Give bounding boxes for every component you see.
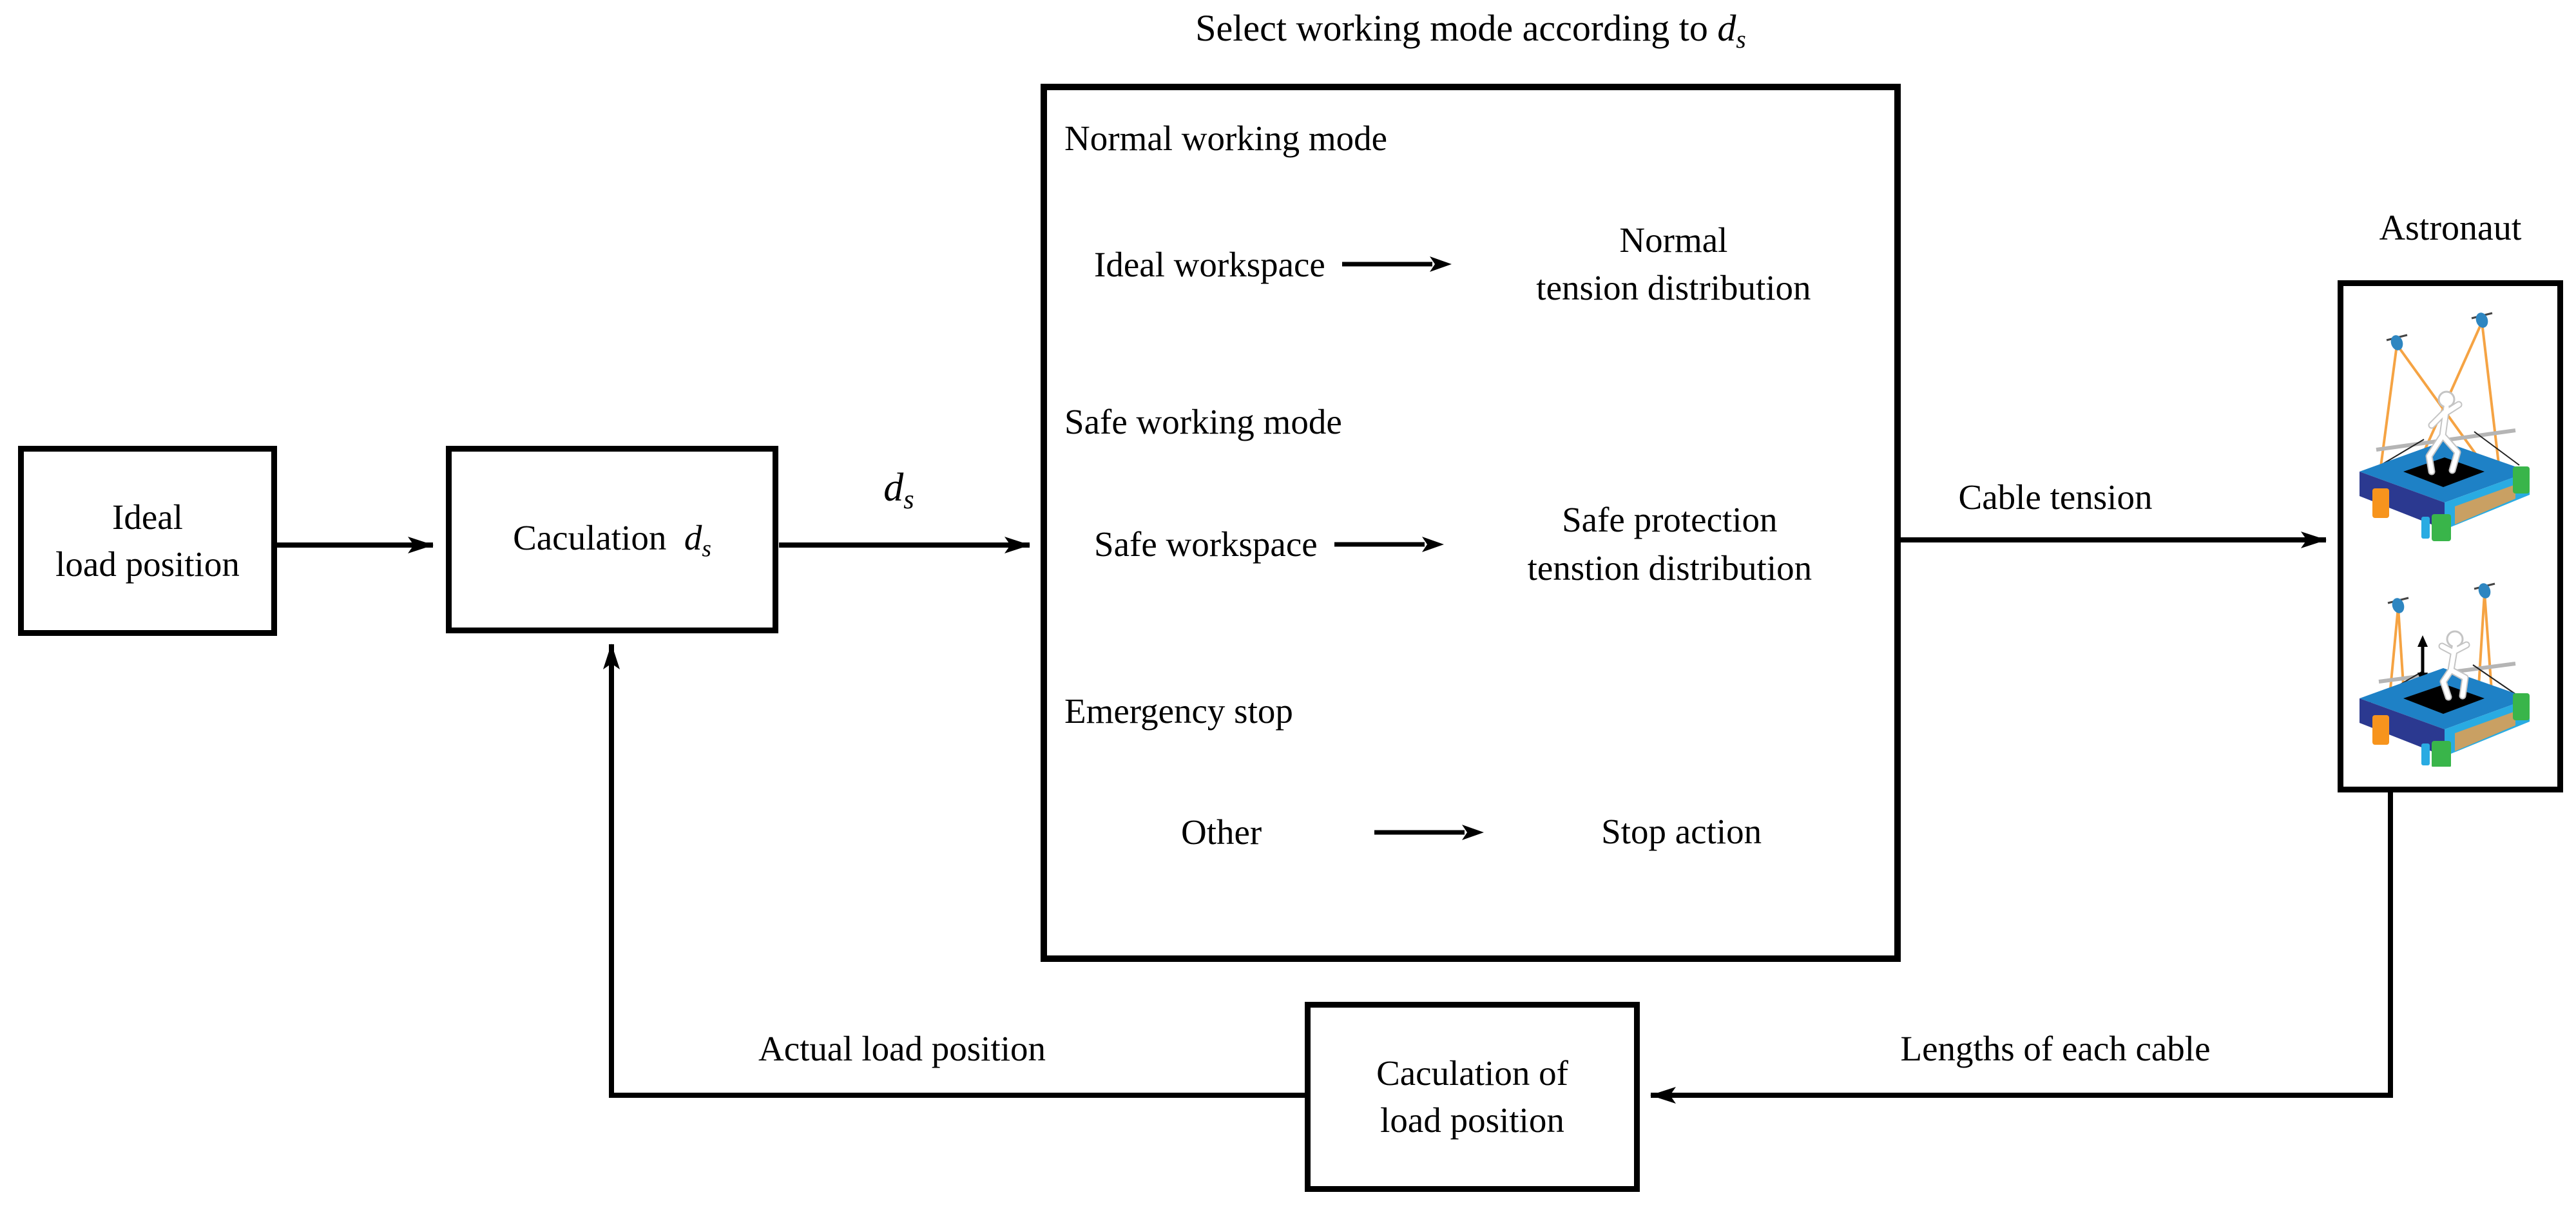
safe-protection-line2: tenstion distribution bbox=[1527, 548, 1812, 588]
calculation-load-position-box: Caculation of load position bbox=[1305, 1002, 1640, 1192]
calc-load-line2: load position bbox=[1380, 1100, 1564, 1140]
ideal-workspace-label: Ideal workspace bbox=[1094, 244, 1325, 284]
cable-tension-label: Cable tension bbox=[1958, 477, 2153, 517]
safe-workspace-label: Safe workspace bbox=[1094, 524, 1318, 564]
normal-tension-line2: tension distribution bbox=[1536, 268, 1811, 307]
normal-tension-label: Normal tension distribution bbox=[1468, 216, 1879, 312]
mode-selection-box bbox=[1041, 84, 1901, 962]
ds-arrow-label: ds bbox=[883, 465, 914, 515]
safe-protection-label: Safe protection tenstion distribution bbox=[1461, 496, 1879, 592]
calculation-ds-text: Caculation ds bbox=[513, 515, 711, 565]
other-label: Other bbox=[1181, 812, 1262, 852]
normal-mode-label: Normal working mode bbox=[1064, 119, 1388, 158]
ds-subscript: s bbox=[702, 535, 711, 562]
ds-variable: d bbox=[684, 517, 702, 557]
astronaut-label: Astronaut bbox=[2379, 208, 2522, 248]
calculation-ds-box: Caculation ds bbox=[446, 446, 778, 633]
ds-variable: d bbox=[1717, 7, 1736, 49]
normal-tension-line1: Normal bbox=[1619, 220, 1728, 260]
squat-astronaut-figure bbox=[2438, 630, 2470, 701]
stop-action-label: Stop action bbox=[1484, 808, 1879, 856]
ideal-load-line1: Ideal bbox=[112, 497, 183, 537]
right-arrow-icon bbox=[1334, 536, 1444, 552]
emergency-stop-row: Other Stop action bbox=[1062, 747, 1879, 917]
safe-protection-line1: Safe protection bbox=[1562, 500, 1778, 540]
ds-subscript: s bbox=[1736, 25, 1746, 54]
lengths-of-each-cable-label: Lengths of each cable bbox=[1900, 1029, 2211, 1068]
normal-mode-row: Ideal workspace Normal tension distribut… bbox=[1062, 178, 1879, 350]
calc-ds-word: Caculation bbox=[513, 517, 667, 557]
safe-mode-row: Safe workspace Safe protection tenstion … bbox=[1062, 459, 1879, 629]
ideal-load-line2: load position bbox=[55, 544, 240, 584]
astronaut-treadmill-illustration bbox=[2360, 312, 2530, 541]
astronaut-squat-illustration bbox=[2360, 582, 2530, 767]
calc-load-line1: Caculation of bbox=[1376, 1053, 1568, 1093]
right-arrow-icon bbox=[1374, 824, 1485, 840]
stop-action-line1: Stop action bbox=[1601, 812, 1762, 852]
ds-variable: d bbox=[883, 466, 904, 510]
ideal-load-position-box: Ideal load position bbox=[18, 446, 277, 636]
right-arrow-icon bbox=[1341, 256, 1452, 272]
diagram-title: Select working mode according to ds bbox=[1041, 6, 1901, 54]
emergency-stop-label: Emergency stop bbox=[1064, 691, 1293, 731]
safe-mode-label: Safe working mode bbox=[1064, 402, 1342, 441]
diagram-title-text: Select working mode according to bbox=[1195, 7, 1708, 49]
actual-load-position-label: Actual load position bbox=[758, 1029, 1046, 1068]
ds-subscript: s bbox=[903, 484, 914, 515]
running-astronaut-figure bbox=[2425, 390, 2463, 475]
